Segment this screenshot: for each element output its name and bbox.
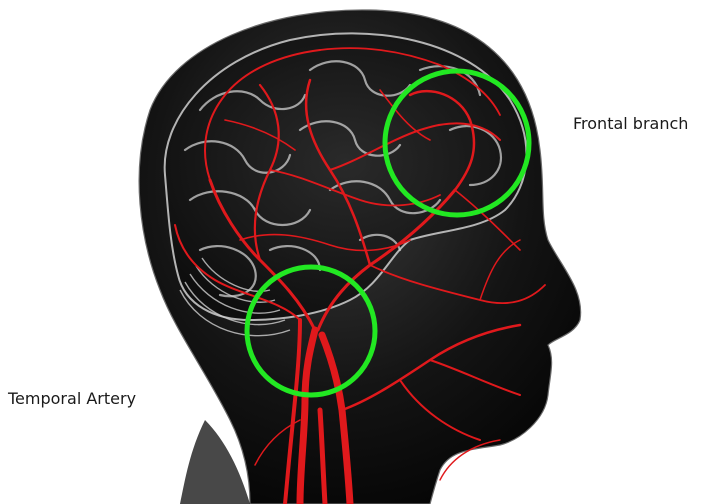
temporal-artery-label: Temporal Artery [8, 391, 136, 407]
frontal-branch-label: Frontal branch [573, 116, 688, 132]
